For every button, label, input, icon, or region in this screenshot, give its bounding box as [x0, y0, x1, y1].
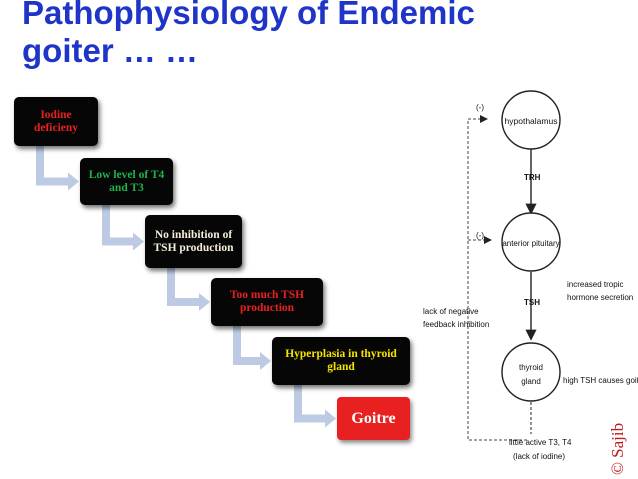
step-arrow	[102, 204, 144, 251]
step-hyperplasia-label: Hyperplasia in thyroid gland	[285, 348, 397, 373]
tsh-label: TSH	[524, 298, 540, 307]
title-line-2: goiter … …	[22, 32, 199, 69]
anterior-pituitary-label: anterior pituitary	[502, 239, 559, 248]
little-active-1: little active T3, T4	[509, 438, 572, 447]
arrow-group	[36, 145, 336, 428]
increased-tropic-1: increased tropic	[567, 280, 623, 289]
page-title: Pathophysiology of Endemic goiter … …	[22, 0, 475, 70]
step-no-inhibition-tsh: No inhibition of TSH production	[145, 215, 242, 268]
result-goitre-label: Goitre	[351, 409, 396, 427]
minus-sign-1: (-)	[476, 103, 484, 112]
step-iodine-deficiency: Iodine deficieny	[14, 97, 98, 146]
hypothalamus-node	[501, 90, 561, 150]
step-hyperplasia: Hyperplasia in thyroid gland	[272, 337, 410, 385]
step-no-inhibition-tsh-label: No inhibition of TSH production	[153, 228, 234, 254]
anterior-pituitary-node	[501, 212, 561, 272]
copyright-mark: © Sajib	[608, 422, 627, 475]
result-goitre: Goitre	[337, 397, 410, 440]
step-iodine-deficiency-label: Iodine deficieny	[33, 108, 79, 134]
thyroid-label-2: gland	[521, 377, 541, 386]
step-low-t4-t3-label: Low level of T4 and T3	[88, 168, 165, 194]
step-too-much-tsh: Too much TSH production	[211, 278, 323, 326]
increased-tropic-2: hormone secretion	[567, 293, 633, 302]
title-line-1: Pathophysiology of Endemic	[22, 0, 475, 31]
step-arrow	[294, 384, 336, 428]
lack-negative-feedback-2: feedback inhibition	[423, 320, 489, 329]
lack-negative-feedback-1: lack of negative	[423, 307, 479, 316]
high-tsh-label: high TSH causes goiter	[563, 376, 638, 385]
step-arrow	[233, 325, 271, 370]
step-low-t4-t3: Low level of T4 and T3	[80, 158, 173, 205]
little-active-2: (lack of iodine)	[513, 452, 565, 461]
step-arrow	[36, 145, 79, 191]
step-too-much-tsh-label: Too much TSH production	[229, 289, 305, 314]
minus-sign-2: (-)	[476, 231, 484, 240]
hypothalamus-label: hypothalamus	[505, 116, 558, 126]
step-arrow	[167, 267, 210, 311]
trh-label: TRH	[524, 173, 541, 182]
thyroid-label-1: thyroid	[519, 363, 543, 372]
thyroid-gland-node	[501, 342, 561, 402]
